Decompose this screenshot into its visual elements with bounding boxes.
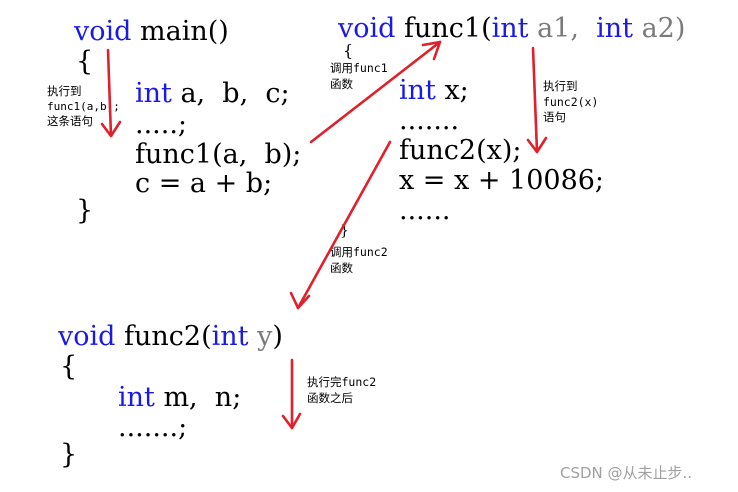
annotation-line: 执行到 xyxy=(47,84,82,98)
arrow-call-func1 xyxy=(309,40,442,144)
main-declaration-rest: a, b, c; xyxy=(171,78,290,109)
keyword-int: int xyxy=(211,321,249,352)
keyword-int: int xyxy=(596,13,633,44)
func1-close-brace: } xyxy=(340,223,349,239)
annotation-line: 函数 xyxy=(330,260,353,275)
annotation-line: 调用func1 xyxy=(330,61,388,75)
arrow-call-func2 xyxy=(289,140,392,310)
annotation-line: 这条语句 xyxy=(47,114,93,129)
annotation-line: func1(a,b); xyxy=(47,99,120,113)
main-close-brace: } xyxy=(76,195,94,226)
keyword-int: int xyxy=(491,13,529,44)
main-dots: .....; xyxy=(135,109,188,140)
annotation-line: 函数 xyxy=(330,76,353,91)
func1-dots-2: ...... xyxy=(399,195,451,226)
func1-declaration: int x; xyxy=(399,77,469,104)
annotation-line: 执行到 xyxy=(543,79,578,93)
func1-call-func2: func2(x); xyxy=(399,135,522,166)
arrow-func1-down xyxy=(526,46,548,154)
func1-declaration-rest: x; xyxy=(435,75,469,106)
watermark: CSDN @从未止步.. xyxy=(560,464,693,482)
func2-signature: void func2(int y) xyxy=(58,323,283,350)
func1-param-a1: a1, xyxy=(528,13,579,44)
annotation-line: 执行完func2 xyxy=(307,375,377,389)
func1-name: func1( xyxy=(395,13,492,44)
func2-dots: .......; xyxy=(118,412,188,443)
main-assign: c = a + b; xyxy=(135,168,273,199)
annotation-line: 语句 xyxy=(543,110,566,125)
keyword-int: int xyxy=(135,78,172,109)
func2-name: func2( xyxy=(115,321,212,352)
func1-signature: void func1(int a1, int a2) xyxy=(338,15,685,42)
main-call-func1: func1(a, b); xyxy=(135,139,302,170)
keyword-void: void xyxy=(338,13,396,44)
annotation-line: func2(x) xyxy=(543,94,599,109)
keyword-int: int xyxy=(118,382,155,413)
func2-close-paren: ) xyxy=(272,321,283,352)
func2-declaration-rest: m, n; xyxy=(154,382,242,413)
func2-declaration: int m, n; xyxy=(118,384,241,411)
func1-open-brace: { xyxy=(343,41,354,60)
func1-param-a2: a2) xyxy=(633,13,686,44)
func2-param-y: y xyxy=(248,321,273,352)
func2-open-brace: { xyxy=(60,351,78,382)
keyword-void: void xyxy=(74,16,132,47)
keyword-int: int xyxy=(399,75,436,106)
main-signature: void main() xyxy=(74,18,229,45)
main-signature-rest: main() xyxy=(131,16,229,47)
keyword-void: void xyxy=(58,321,116,352)
func1-dots-1: ....... xyxy=(399,105,460,136)
annotation-line: 调用func2 xyxy=(330,245,388,259)
main-declaration: int a, b, c; xyxy=(135,80,290,107)
arrow-func2-down xyxy=(281,358,302,430)
annotation-line: 函数之后 xyxy=(307,390,353,405)
func2-close-brace: } xyxy=(60,439,78,470)
main-open-brace: { xyxy=(76,46,94,77)
arrow-main-down xyxy=(100,48,122,138)
func1-assign: x = x + 10086; xyxy=(399,165,605,196)
